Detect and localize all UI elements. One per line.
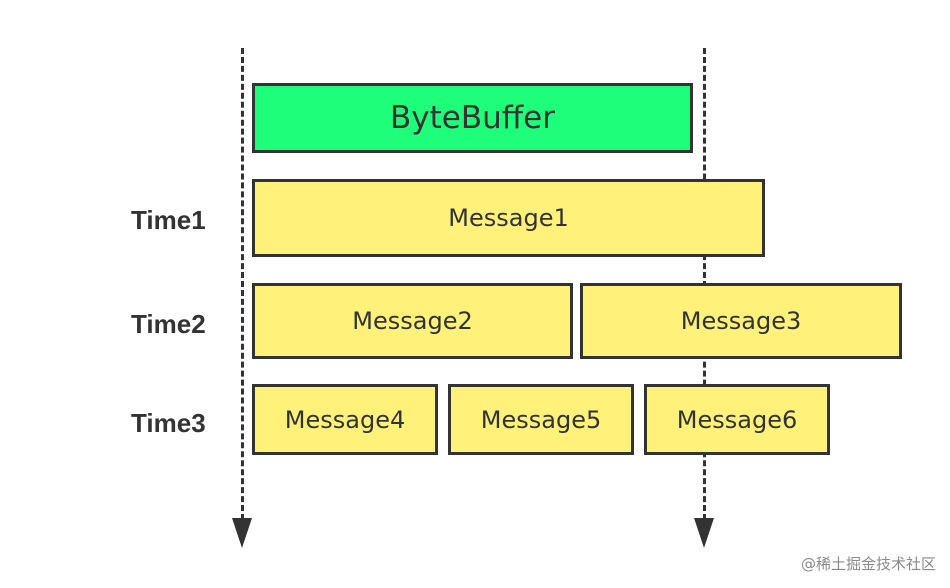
row-label-time1: Time1 xyxy=(131,205,206,235)
row-label-time2: Time2 xyxy=(131,309,206,339)
message-box-3: Message3 xyxy=(580,283,902,359)
message-box-4: Message4 xyxy=(252,384,438,455)
message-label: Message4 xyxy=(284,405,406,434)
bytebuffer-label: ByteBuffer xyxy=(390,100,555,136)
left-boundary-arrow-icon xyxy=(232,518,252,548)
message-box-5: Message5 xyxy=(448,384,634,455)
message-label: Message1 xyxy=(448,204,569,232)
message-label: Message5 xyxy=(480,405,602,434)
message-box-1: Message1 xyxy=(252,179,765,257)
message-label: Message3 xyxy=(680,307,802,335)
right-boundary-arrow-icon xyxy=(694,518,714,548)
message-box-6: Message6 xyxy=(644,384,830,455)
left-boundary-dashed-line xyxy=(241,48,244,520)
message-label: Message2 xyxy=(352,307,473,335)
watermark: @稀土掘金技术社区 xyxy=(800,555,936,573)
message-box-2: Message2 xyxy=(252,283,573,359)
bytebuffer-box: ByteBuffer xyxy=(252,83,693,153)
message-label: Message6 xyxy=(676,405,798,434)
row-label-time3: Time3 xyxy=(131,408,206,438)
